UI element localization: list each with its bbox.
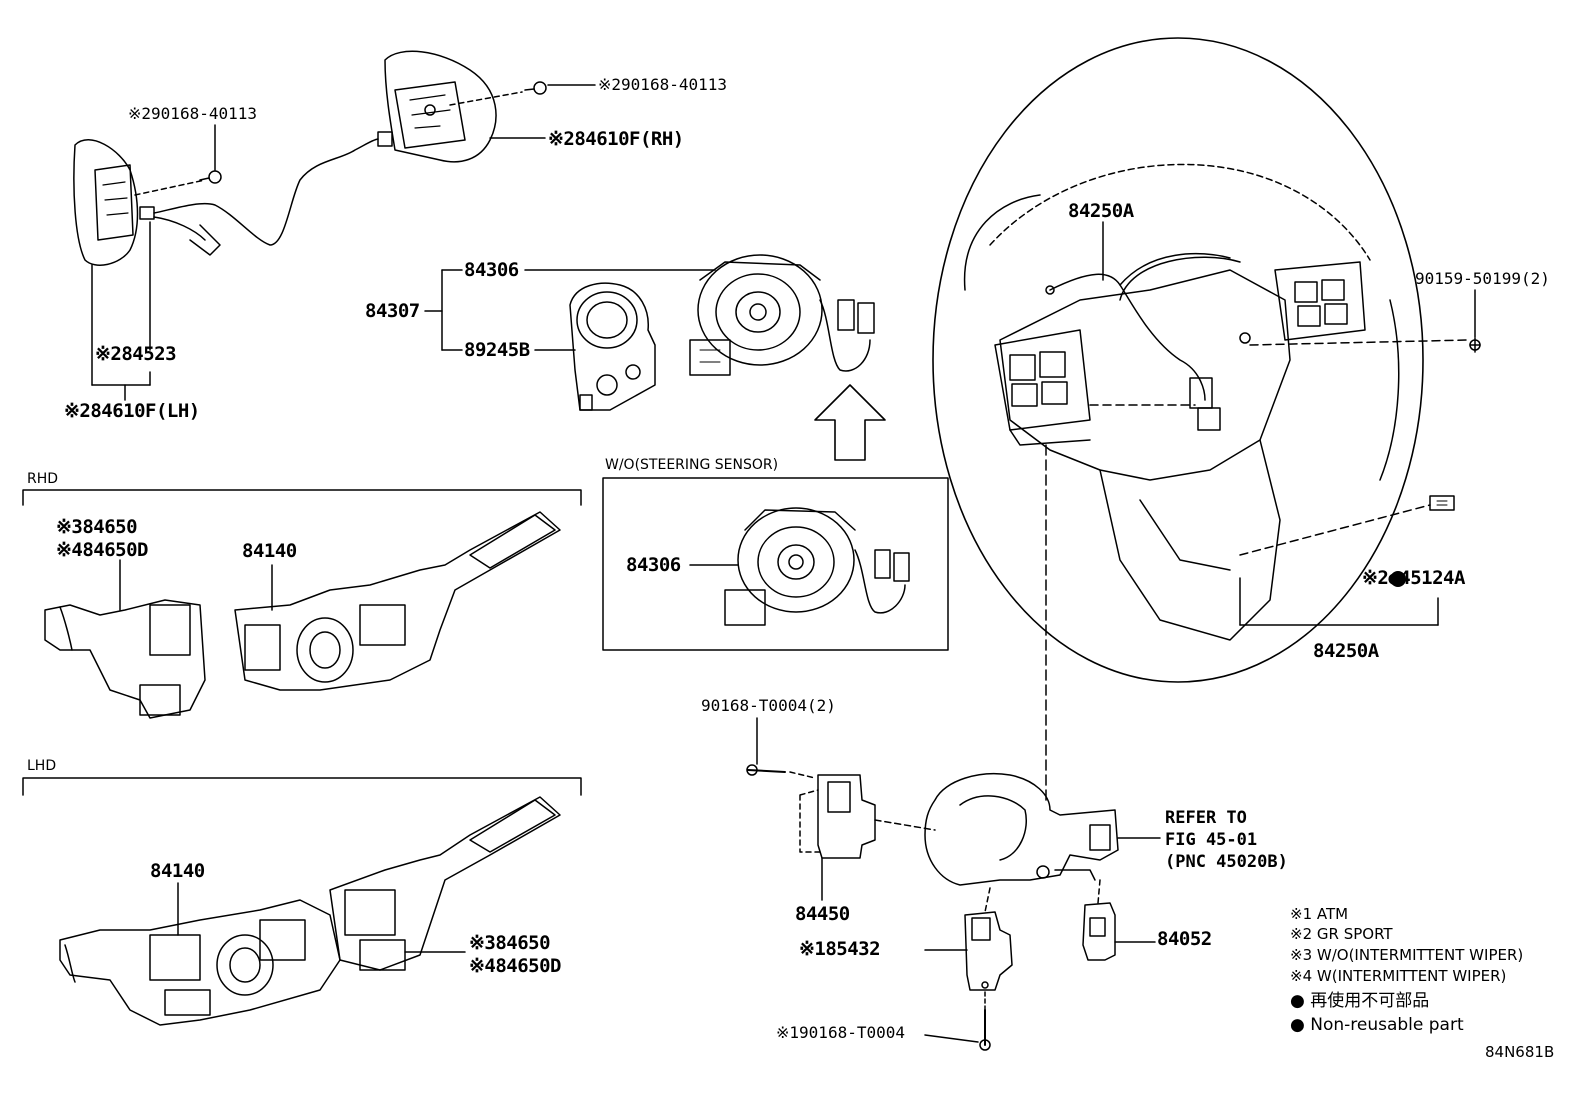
column-assembly-illustration (746, 444, 1161, 1051)
refer-line-1: REFER TO (1165, 808, 1247, 828)
refer-line-3: (PNC 45020B) (1165, 852, 1288, 872)
refer-to-note: REFER TO FIG 45-01 (PNC 45020B) (1165, 807, 1288, 873)
label-84650D-lhd: ※484650D (469, 955, 562, 977)
label-90168-T0004-2: 90168-T0004(2) (701, 696, 836, 715)
label-45124A: ※2●45124A (1362, 567, 1465, 589)
label-89245B: 89245B (464, 339, 530, 361)
label-84250A-top: 84250A (1068, 200, 1134, 222)
label-85432: ※185432 (799, 938, 881, 960)
wo-steering-sensor-box (602, 477, 949, 651)
label-84650D-rhd: ※484650D (56, 539, 149, 561)
lhd-section (22, 777, 582, 1026)
label-84140-rhd: 84140 (242, 540, 297, 562)
label-84610F-LH: ※284610F(LH) (64, 400, 200, 422)
rhd-section (22, 489, 582, 719)
legend-note-3: ※3 W/O(INTERMITTENT WIPER) (1290, 946, 1524, 964)
legend-note-1: ※1 ATM (1290, 905, 1349, 923)
label-84307: 84307 (365, 300, 420, 322)
label-84523: ※284523 (95, 343, 177, 365)
legend-note-5: ● 再使用不可部品 (1290, 991, 1430, 1011)
label-84450: 84450 (795, 903, 850, 925)
steering-wheel-illustration (932, 37, 1481, 683)
label-84306-top: 84306 (464, 259, 519, 281)
legend-note-2: ※2 GR SPORT (1290, 925, 1393, 943)
label-84610F-RH: ※284610F(RH) (548, 128, 684, 150)
label-290168-top: ※290168-40113 (598, 75, 727, 94)
label-90159-50199: 90159-50199(2) (1415, 269, 1550, 288)
label-84140-lhd: 84140 (150, 860, 205, 882)
legend-note-6: ● Non-reusable part (1290, 1015, 1464, 1035)
spiral-cable-illustration (424, 254, 886, 461)
section-rhd: RHD (27, 471, 59, 487)
label-84306-box: 84306 (626, 554, 681, 576)
section-wo-steering-sensor: W/O(STEERING SENSOR) (605, 457, 779, 473)
label-84650-lhd: ※384650 (469, 932, 551, 954)
diagram-code: 84N681B (1485, 1043, 1555, 1061)
label-84250A-bottom: 84250A (1313, 640, 1379, 662)
refer-line-2: FIG 45-01 (1165, 830, 1258, 850)
paddle-switch-illustration (73, 50, 596, 401)
legend-note-4: ※4 W(INTERMITTENT WIPER) (1290, 967, 1507, 985)
non-reusable-marker-icon (1390, 571, 1406, 587)
label-84052: 84052 (1157, 928, 1212, 950)
label-290168-left: ※290168-40113 (128, 104, 257, 123)
section-lhd: LHD (27, 758, 57, 774)
label-84650-rhd: ※384650 (56, 516, 138, 538)
label-90168-T0004: ※190168-T0004 (776, 1023, 905, 1042)
